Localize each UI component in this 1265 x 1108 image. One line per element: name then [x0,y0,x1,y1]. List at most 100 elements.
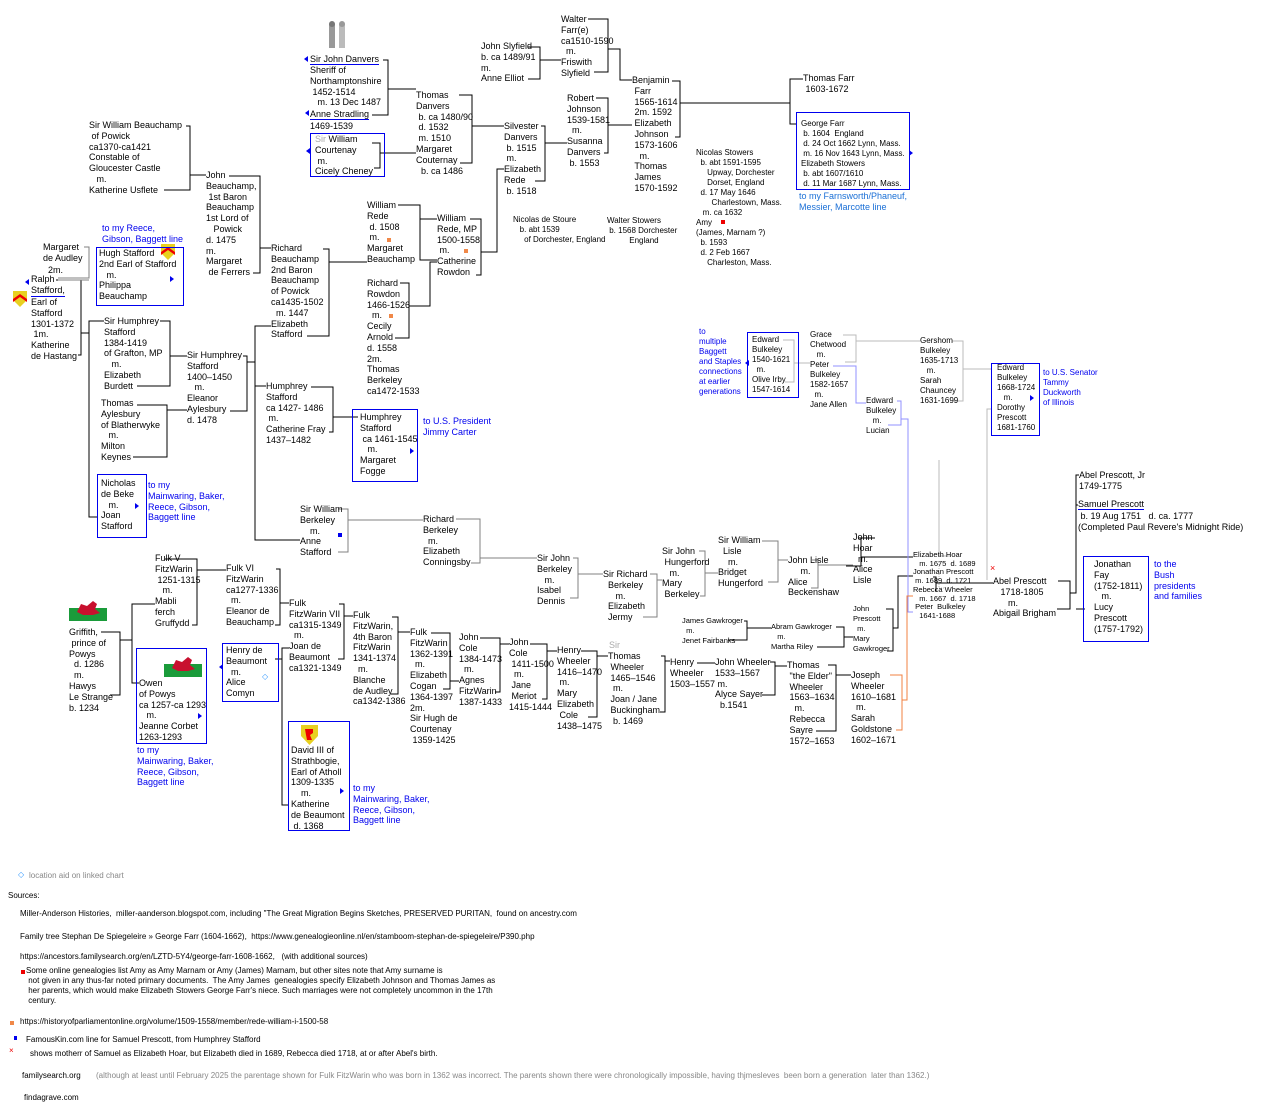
person-nicolas-de-stoure: Nicolas de Stoure b. abt 1539 of Dorches… [513,215,606,244]
arrow-right-icon[interactable] [340,788,344,794]
note-mother-of-samuel: shows motherr of Samuel as Elizabeth Hoa… [30,1049,438,1058]
person-john-lisle: John Lisle m. Alice Beckenshaw [788,555,840,598]
person-john-cole-1384: John Cole 1384-1473 m. Agnes FitzWarin 1… [459,632,503,707]
owen-powys-box[interactable] [136,648,207,744]
hugh-stafford-box[interactable] [96,247,184,306]
person-david-strathbogie: David III of Strathbogie, Earl of Atholl… [291,745,345,831]
person-robert-johnson: Robert Johnson 1539-1581 m. Susanna Danv… [567,93,611,168]
person-jonathan-fay: Jonathan Fay (1752-1811) m. Lucy Prescot… [1094,559,1144,634]
blue-marker-icon [338,533,342,537]
person-thomas-danvers: Thomas Danvers b. ca 1480/90 d. 1532 m. … [416,90,474,176]
arrow-right-icon[interactable] [198,713,202,719]
sources-label: Sources: [8,891,40,900]
courtenay-box[interactable] [310,133,385,177]
person-courtenay: William Courtenay m. Cicely Cheney [315,134,374,177]
stafford-shield-icon [161,244,175,260]
person-william-rede-mp: William Rede, MP 1500-1558 m. Catherine … [437,213,481,277]
blue-marker-icon [14,1036,17,1040]
person-griffith: Griffith, prince of Powys d. 1286 m. Haw… [69,627,114,713]
legend-location-aid: location aid on linked chart [29,871,124,880]
person-john-hungerford: Sir John Hungerford m. Mary Berkeley [662,546,710,600]
samuel-prescott-link[interactable]: Samuel Prescott [1078,499,1145,510]
arrow-left-icon[interactable] [745,360,749,366]
arrow-left-icon[interactable] [306,148,310,154]
person-nicolas-stowers: Nicolas Stowers b. abt 1591-1595 Upway, … [696,148,782,267]
david-strathbogie-box[interactable] [288,721,350,831]
person-richard-berkeley: Richard Berkeley m. Elizabeth Conningsby [423,514,471,568]
person-joseph-wheeler: Joseph Wheeler 1610–1681 m. Sarah Goldst… [851,670,897,745]
person-john-hoar: John Hoar m. Alice Lisle [853,532,873,586]
person-grace-chetwood: Grace Chetwood m. Peter Bulkeley 1582-16… [810,330,849,409]
arrow-right-icon[interactable] [909,150,913,156]
welsh-flag-icon [69,596,107,621]
person-margaret-de-audley: Margaret de Audley [43,242,83,263]
person-humphrey-1461: Humphrey Stafford ca 1461-1545 m. Margar… [360,412,418,476]
location-aid-icon: ◇ [262,672,269,681]
arrow-left-icon[interactable] [25,279,29,285]
person-fulk-4th-baron: Fulk FitzWarin, 4th Baron FitzWarin 1341… [353,610,406,707]
person-silvester-danvers: Silvester Danvers b. 1515 m. Elizabeth R… [504,121,542,196]
humphrey-1461-box[interactable] [352,409,418,482]
person-hugh-stafford: Hugh Stafford 2nd Earl of Stafford m. Ph… [99,248,177,302]
person-benjamin-farr: Benjamin Farr 1565-1614 2m. 1592 Elizabe… [632,75,678,193]
arrow-right-icon[interactable] [170,276,174,282]
source-findagrave: findagrave.com [24,1093,79,1102]
link-mainwaring-line[interactable]: to my Mainwaring, Baker, Reece, Gibson, … [148,480,225,523]
person-hoar-prescott-group: Elizabeth Hoar m. 1675 d. 1689 Jonathan … [913,550,976,620]
person-sir-richard-berkeley: Sir Richard Berkeley m. Elizabeth Jermy [603,569,648,623]
link-tammy-duckworth[interactable]: to U.S. Senator Tammy Duckworth of Illin… [1043,368,1098,407]
link-bush-presidents[interactable]: to the Bush presidents and families [1154,559,1203,602]
link-baggett-staples[interactable]: to multiple Baggett and Staples connecti… [699,327,742,396]
location-aid-icon: ◇ [18,870,25,879]
person-john-slyfield: John Slyfield b. ca 1489/91 m. Anne Elli… [481,41,536,84]
arrow-right-icon[interactable] [135,503,139,509]
link-mainwaring-line[interactable]: to my Mainwaring, Baker, Reece, Gibson, … [353,783,430,826]
edward-bulkeley-1668-box[interactable] [991,363,1040,436]
person-henry-wheeler-1503: Henry Wheeler 1503–1557 [670,657,716,689]
arrow-left-icon[interactable] [219,664,223,670]
note-amy-surname: Some online genealogies list Amy as Amy … [26,966,496,1005]
person-samuel-prescott: b. 19 Aug 1751 d. ca. 1777 (Completed Pa… [1078,511,1244,532]
anne-stradling[interactable]: Anne Stradling [310,109,370,120]
person-john-beauchamp: John Beauchamp, 1st Baron Beauchamp 1st … [206,170,257,278]
ralph-stafford-link[interactable]: Ralph Stafford, [31,274,65,297]
red-x-icon: × [990,563,996,573]
person-thomas-the-elder: Thomas "the Elder" Wheeler 1563–1634 m. … [787,660,835,746]
person-owen-of-powys: Owen of Powys ca 1257-ca 1293 m. Jeanne … [139,678,207,742]
red-marker-icon [21,970,25,974]
person-george-farr: George Farr b. 1604 England d. 24 Oct 16… [801,119,905,188]
link-jimmy-carter[interactable]: to U.S. President Jimmy Carter [423,416,492,437]
nicholas-de-beke-box[interactable] [97,474,147,538]
person-william-beauchamp-powick: Sir William Beauchamp of Powick ca1370-c… [89,120,183,195]
person-fulk-v: Fulk V FitzWarin 1251-1315 m. Mabli ferc… [155,553,201,628]
person-courtenay-block: Sir William Courtenay m. Cicely Cheney [315,134,373,177]
fay-prescott-box[interactable] [1083,556,1149,642]
arrow-right-icon[interactable] [410,448,414,454]
person-william-lisle: Sir William Lisle m. Bridget Hungerford [718,535,764,589]
arrow-left-icon[interactable] [304,56,308,62]
red-x-icon: × [9,1046,14,1055]
person-john-prescott: John Prescott m. Mary Gawkroger [853,604,890,653]
person-humphrey-1384: Sir Humphrey Stafford 1384-1419 of Graft… [104,316,163,391]
link-mainwaring-line[interactable]: to my Mainwaring, Baker, Reece, Gibson, … [137,745,214,788]
person-ralph-stafford: Earl of Stafford 1301-1372 1m. Katherine… [31,297,78,361]
person-edward-bulkeley-1668: Edward Bulkeley 1668-1724 m. Dorothy Pre… [997,363,1036,432]
arrow-right-icon[interactable] [1030,395,1034,401]
orange-marker-icon [389,314,393,318]
person-richard-beauchamp: Richard Beauchamp 2nd Baron Beauchamp of… [271,243,324,340]
source-familysearch: familysearch.org [22,1071,81,1080]
familysearch-note: (although at least until February 2025 t… [96,1071,930,1080]
anne-stradling-dates: 1469-1539 [310,121,354,131]
person-abram-gawkroger: Abram Gawkroger m. Martha Riley [771,622,832,651]
thomas-wheeler-sir-prefix: Sir [609,640,620,650]
link-farnsworth-line[interactable]: to my Farnsworth/Phaneuf, Messier, Marco… [799,191,908,212]
arrow-left-icon[interactable] [305,110,309,116]
sir-john-danvers[interactable]: Sir John Danvers [310,54,380,65]
link-reece-line[interactable]: to my Reece, Gibson, Baggett line [102,223,184,244]
henry-beaumont-box[interactable] [222,643,279,702]
red-marker-icon [721,220,725,224]
person-fulk-vii: Fulk FitzWarin VII ca1315-1349 m. Joan d… [289,598,342,673]
person-humphrey-1427: Humphrey Stafford ca 1427- 1486 m. Cathe… [266,381,326,445]
source-history-of-parliament: https://historyofparliamentonline.org/vo… [20,1017,329,1026]
